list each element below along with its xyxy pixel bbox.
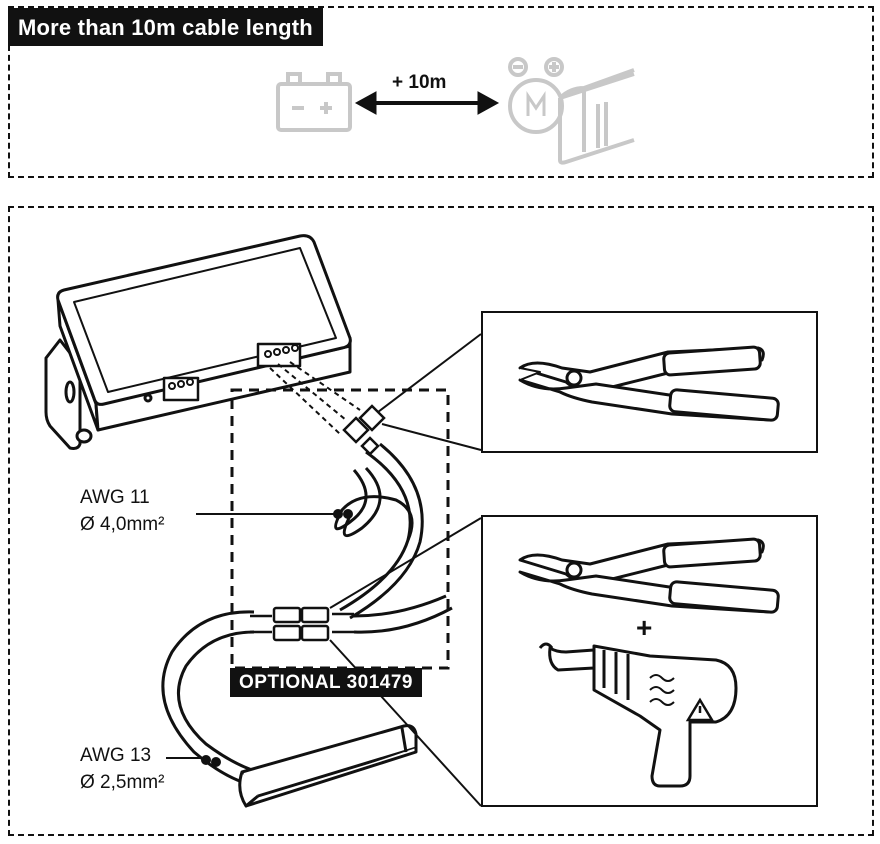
optional-kit-label: OPTIONAL 301479 — [230, 668, 423, 697]
battery-icon — [276, 72, 352, 132]
butt-connectors — [250, 606, 354, 642]
motor-icon — [508, 57, 564, 134]
control-box-icon — [44, 234, 352, 450]
pliers-icon — [518, 345, 780, 422]
plus-sign: + — [636, 612, 653, 643]
section-title: More than 10m cable length — [8, 8, 323, 46]
awg11-gauge: AWG 11 — [80, 487, 150, 508]
awg11-cable — [334, 442, 424, 620]
heat-gun-icon — [538, 642, 738, 788]
arrow-double-icon — [354, 91, 500, 115]
awg13-section: Ø 2,5mm² — [80, 772, 165, 793]
actuator-profile-icon — [558, 68, 635, 165]
cable-length-section — [8, 6, 874, 178]
cable-length-label: + 10m — [392, 72, 447, 93]
awg13-gauge: AWG 13 — [80, 745, 152, 766]
awg13-cable — [161, 594, 453, 786]
crimp-tool-panel — [481, 311, 818, 453]
ring-terminals — [342, 404, 386, 456]
actuator-icon — [238, 724, 418, 808]
wiring-section — [8, 206, 874, 836]
warning-icon — [685, 697, 715, 722]
pliers-icon-2 — [518, 537, 780, 614]
awg11-section: Ø 4,0mm² — [80, 514, 165, 535]
awg13-label: AWG 13 Ø 2,5mm² — [80, 742, 164, 796]
awg11-label: AWG 11 Ø 4,0mm² — [80, 484, 164, 538]
